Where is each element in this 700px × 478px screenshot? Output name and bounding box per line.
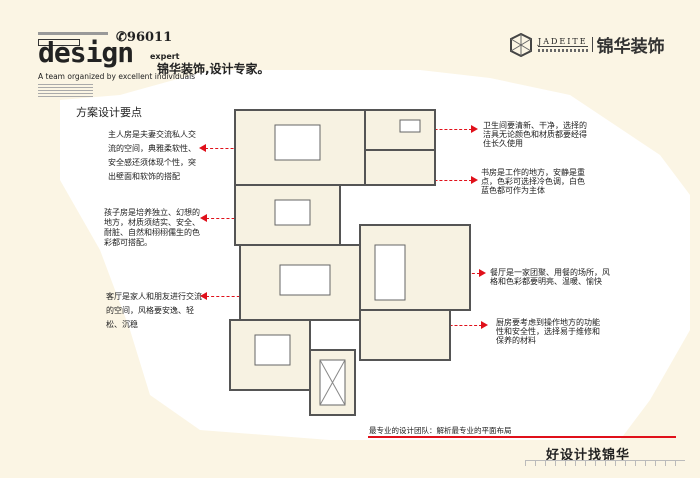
- brand-logo: JADEITE 锦华装饰: [510, 32, 665, 57]
- design-word: design: [38, 36, 134, 69]
- tagline-cn: 锦华装饰,设计专家。: [157, 62, 270, 76]
- footer-subtitle: 最专业的设计团队：解析最专业的平面布局: [369, 426, 512, 435]
- section-title: 方案设计要点: [76, 106, 142, 119]
- note-study: 书房是工作的地方，安静是重点，色彩可选择冷色调，白色蓝色都可作为主体: [481, 168, 585, 195]
- note-dining: 餐厅是一家团聚、用餐的场所，风格和色彩都要明亮、温暖、愉快: [490, 268, 610, 286]
- kitchen: [359, 309, 451, 361]
- footer-red-line: [368, 436, 676, 438]
- footer-slogan: 好设计找锦华: [546, 448, 631, 463]
- expert-word: expert: [150, 52, 180, 61]
- arrow-kitchen: [430, 321, 488, 329]
- brand-cn: 锦华装饰: [596, 37, 665, 57]
- note-master-bedroom: 主人房是夫妻交流私人交流的空间，典雅柔软性、安全感还须体现个性，突出壁面和软饰的…: [108, 130, 196, 181]
- brand-en: JADEITE: [538, 37, 588, 47]
- floor-plan: [229, 109, 471, 416]
- study: [364, 149, 436, 186]
- note-living-room: 客厅是家人和朋友进行交流的空间，风格要安逸、轻松、沉稳: [106, 292, 202, 329]
- phone-icon: ✆: [116, 30, 127, 45]
- scale-ruler: [525, 460, 685, 466]
- tagline-en: A team organized by excellent individual…: [38, 72, 196, 81]
- phone-number: ✆96011: [116, 30, 173, 45]
- note-bathroom: 卫生间要清新、干净，选择的洁具无论颜色和材质都要经得住长久使用: [483, 121, 587, 148]
- note-kids-room: 孩子房是培养独立、幻想的地方，材质须结实、安全、耐脏、自然和栩栩儒生的色彩都可搭…: [104, 208, 200, 247]
- arrow-bathroom: [410, 125, 478, 133]
- note-kitchen: 厨房要考虑到操作地方的功能性和安全性，选择易于维修和保养的材料: [496, 318, 600, 345]
- design-logo: design expert A team organized by excell…: [38, 32, 238, 98]
- cube-logo-icon: [510, 32, 532, 57]
